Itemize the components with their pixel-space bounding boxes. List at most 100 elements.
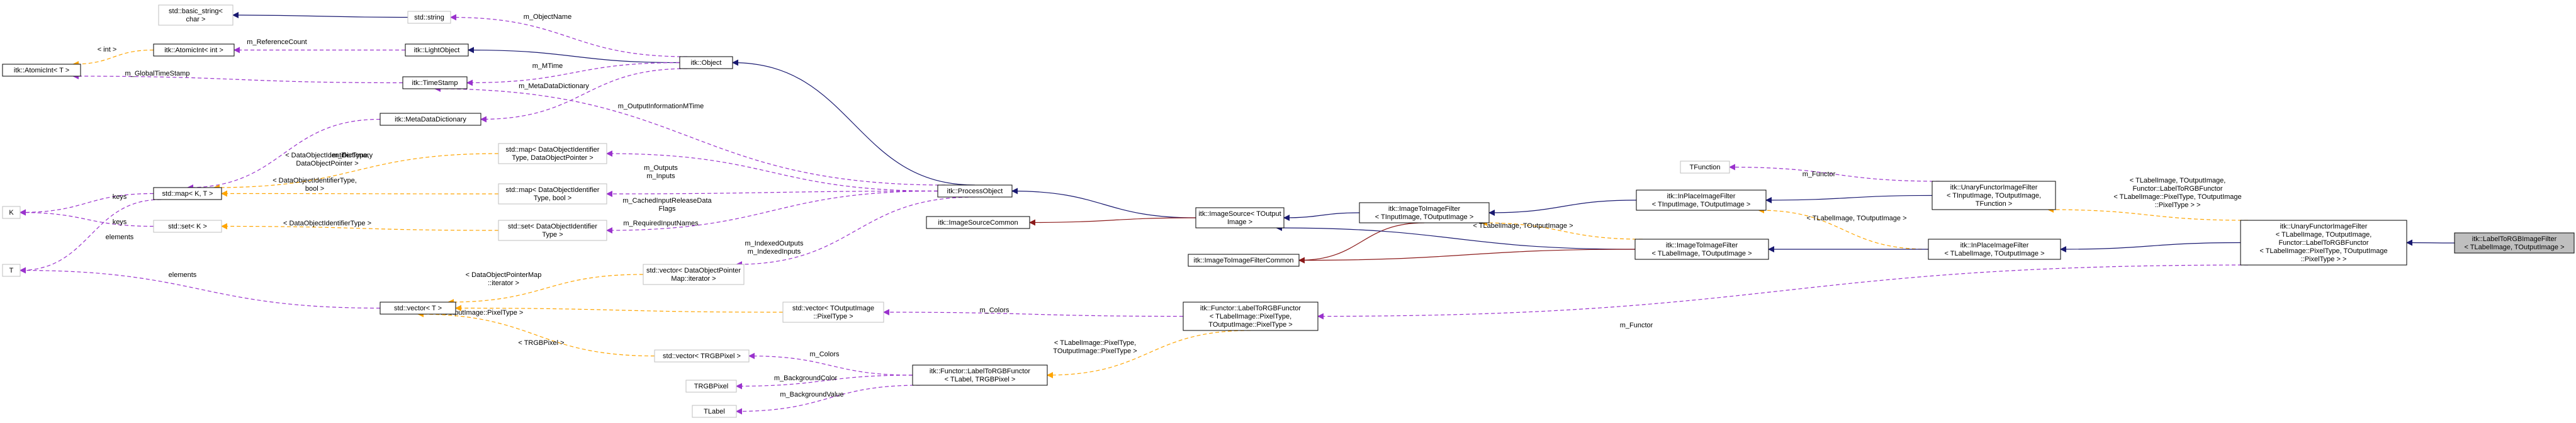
node-vector-trgbpixel: std::vector< TRGBPixel > xyxy=(654,349,750,363)
node-label: < TLabelImage::PixelType, xyxy=(1210,313,1291,320)
edge-keys-set-label: keys xyxy=(113,218,127,226)
edge-basic-string-std-string-line xyxy=(232,12,408,19)
edge-indexed-label: m_IndexedInputs xyxy=(748,248,801,256)
edge-elements-vector-label: elements xyxy=(169,271,197,279)
node-object[interactable]: itk::Object xyxy=(679,56,733,69)
node-inplace-tin[interactable]: itk::InPlaceImageFilter< TInputImage, TO… xyxy=(1636,189,1767,211)
node-label: TFunction > xyxy=(1976,200,2012,208)
node-box xyxy=(498,183,607,205)
node-label: itk::UnaryFunctorImageFilter xyxy=(1950,184,2038,191)
node-label: < TLabelImage, TOutputImage > xyxy=(1945,250,2045,257)
node-label-to-rgb[interactable]: itk::LabelToRGBImageFilter< TLabelImage,… xyxy=(2454,232,2575,254)
node-atomic-int-int[interactable]: itk::AtomicInt< int > xyxy=(153,43,235,57)
node-vector-t[interactable]: std::vector< T > xyxy=(380,302,456,315)
edge-imagecommon-tlabel xyxy=(1298,249,1636,264)
node-functor-label-typed[interactable]: itk::Functor::LabelToRGBFunctor< TLabelI… xyxy=(1183,302,1319,331)
edge-outputs-inputs-line xyxy=(606,150,938,192)
node-box xyxy=(1188,254,1300,267)
edge-required-input-label: m_RequiredInputNames xyxy=(623,220,699,227)
edge-atomic-int-reference-label: m_ReferenceCount xyxy=(247,38,307,46)
node-label: Functor::LabelToRGBFunctor xyxy=(2278,239,2368,247)
edge-cached-input-label: Flags xyxy=(659,205,676,213)
node-label: Type, bool > xyxy=(534,195,571,202)
node-label: itk::Functor::LabelToRGBFunctor xyxy=(1200,305,1302,312)
node-box xyxy=(1928,239,2061,260)
node-label: TOutputImage::PixelType > xyxy=(1208,321,1292,329)
edge-imagetoimage-instance-label: < TLabelImage, TOutputImage > xyxy=(1473,222,1573,230)
edge-functor-member-line xyxy=(1317,264,2249,320)
node-label: itk::TimeStamp xyxy=(412,79,458,87)
node-label: < TLabel, TRGBPixel > xyxy=(945,376,1016,383)
node-box xyxy=(1359,202,1490,223)
node-label: std::set< K > xyxy=(168,223,207,230)
node-image-to-image-tin[interactable]: itk::ImageToImageFilter< TInputImage, TO… xyxy=(1359,202,1490,223)
edge-unary-labeltorgb xyxy=(2406,239,2455,246)
node-unary-tin[interactable]: itk::UnaryFunctorImageFilter< TInputImag… xyxy=(1932,181,2056,210)
edge-imagetoimagecommon-line xyxy=(1298,222,1425,264)
node-label: itk::LightObject xyxy=(414,47,460,54)
node-inplace-tlabel[interactable]: itk::InPlaceImageFilter< TLabelImage, TO… xyxy=(1928,239,2061,260)
node-unary-tlabel[interactable]: itk::UnaryFunctorImageFilter< TLabelImag… xyxy=(2240,220,2407,266)
nodes-layer: std::basic_string<char > std::stringitk::… xyxy=(2,4,2575,418)
edge-colors-trgb-label: m_Colors xyxy=(809,351,840,358)
node-label: Map::iterator > xyxy=(671,275,716,283)
node-label: itk::LabelToRGBImageFilter xyxy=(2472,235,2557,243)
edge-object-processobject xyxy=(732,59,976,186)
edge-output-info-mtime-label: m_OutputInformationMTime xyxy=(618,103,704,110)
node-box xyxy=(2,64,81,77)
edge-cached-input-line xyxy=(606,190,938,197)
edge-map-ptr-instance: < DataObjectIdentifierType,DataObjectPoi… xyxy=(213,152,499,191)
node-box xyxy=(380,302,456,315)
edge-imagesource-tlabel-line xyxy=(1276,225,1636,250)
node-image-source-common[interactable]: itk::ImageSourceCommon xyxy=(926,216,1030,229)
node-map-dataobj-ptr: std::map< DataObjectIdentifierType, Data… xyxy=(498,143,607,164)
edge-keys-map: keys xyxy=(20,193,154,216)
node-box xyxy=(402,76,468,89)
node-label: std::vector< TRGBPixel > xyxy=(663,352,741,360)
node-label: TRGBPixel xyxy=(694,383,728,390)
edge-processobject-imagesource xyxy=(1011,188,1196,218)
node-label: itk::InPlaceImageFilter xyxy=(1960,242,2029,249)
node-meta-data-dictionary[interactable]: itk::MetaDataDictionary xyxy=(380,113,481,126)
node-light-object[interactable]: itk::LightObject xyxy=(405,43,469,57)
node-box xyxy=(1183,302,1319,331)
edge-functor-instance-label: TOutputImage::PixelType > xyxy=(1053,347,1137,355)
edge-string-object-name-label: m_ObjectName xyxy=(524,13,571,21)
edge-object-processobject-line xyxy=(732,59,976,186)
node-std-string: std::string xyxy=(407,11,451,24)
edge-inplace-unary-line xyxy=(1765,195,1933,203)
node-image-to-image-tlabel[interactable]: itk::ImageToImageFilter< TLabelImage, TO… xyxy=(1634,239,1769,260)
edge-imagecommon-tlabel-line xyxy=(1298,249,1636,264)
edge-meta-dictionary-label: m_MetaDataDictionary xyxy=(519,82,589,90)
node-label: Type > xyxy=(542,231,563,239)
edge-map-bool-instance-line xyxy=(221,190,499,197)
edge-atomic-int-reference: m_ReferenceCount xyxy=(233,38,405,54)
edge-inplace-unary-tlabel xyxy=(2060,242,2241,252)
edge-elements-map-label: elements xyxy=(106,234,134,241)
edge-unary-instance-label: Functor::LabelToRGBFunctor xyxy=(2132,185,2222,193)
node-box xyxy=(158,4,233,26)
node-label: std::map< K, T > xyxy=(162,190,213,198)
edge-timestamp-mtime: m_MTime xyxy=(466,62,680,86)
node-image-to-image-common[interactable]: itk::ImageToImageFilterCommon xyxy=(1188,254,1300,267)
node-box xyxy=(685,380,737,393)
node-vector-toutput-pixel: std::vector< TOutputImage::PixelType > xyxy=(782,302,884,323)
node-set-dataobj: std::set< DataObjectIdentifierType > xyxy=(498,220,607,241)
edge-processobject-imagesource-line xyxy=(1011,188,1196,218)
node-image-source[interactable]: itk::ImageSource< TOutputImage > xyxy=(1195,207,1285,228)
edge-background-color-label: m_BackgroundColor xyxy=(774,375,838,382)
edge-indexed-line xyxy=(736,196,976,268)
node-basic-string: std::basic_string<char > xyxy=(158,4,233,26)
edge-unary-instance-line xyxy=(2047,206,2249,221)
node-process-object[interactable]: itk::ProcessObject xyxy=(937,184,1013,198)
node-map-kt[interactable]: std::map< K, T > xyxy=(153,187,222,200)
edge-unary-labeltorgb-line xyxy=(2406,239,2455,246)
node-atomic-int-t[interactable]: itk::AtomicInt< T > xyxy=(2,64,81,77)
edge-background-value: m_BackgroundValue xyxy=(736,385,921,415)
edge-colors-typed: m_Colors xyxy=(883,307,1184,317)
node-time-stamp[interactable]: itk::TimeStamp xyxy=(402,76,468,89)
edge-background-color: m_BackgroundColor xyxy=(736,375,913,390)
node-functor-label-trgb[interactable]: itk::Functor::LabelToRGBFunctor< TLabel,… xyxy=(912,364,1048,386)
